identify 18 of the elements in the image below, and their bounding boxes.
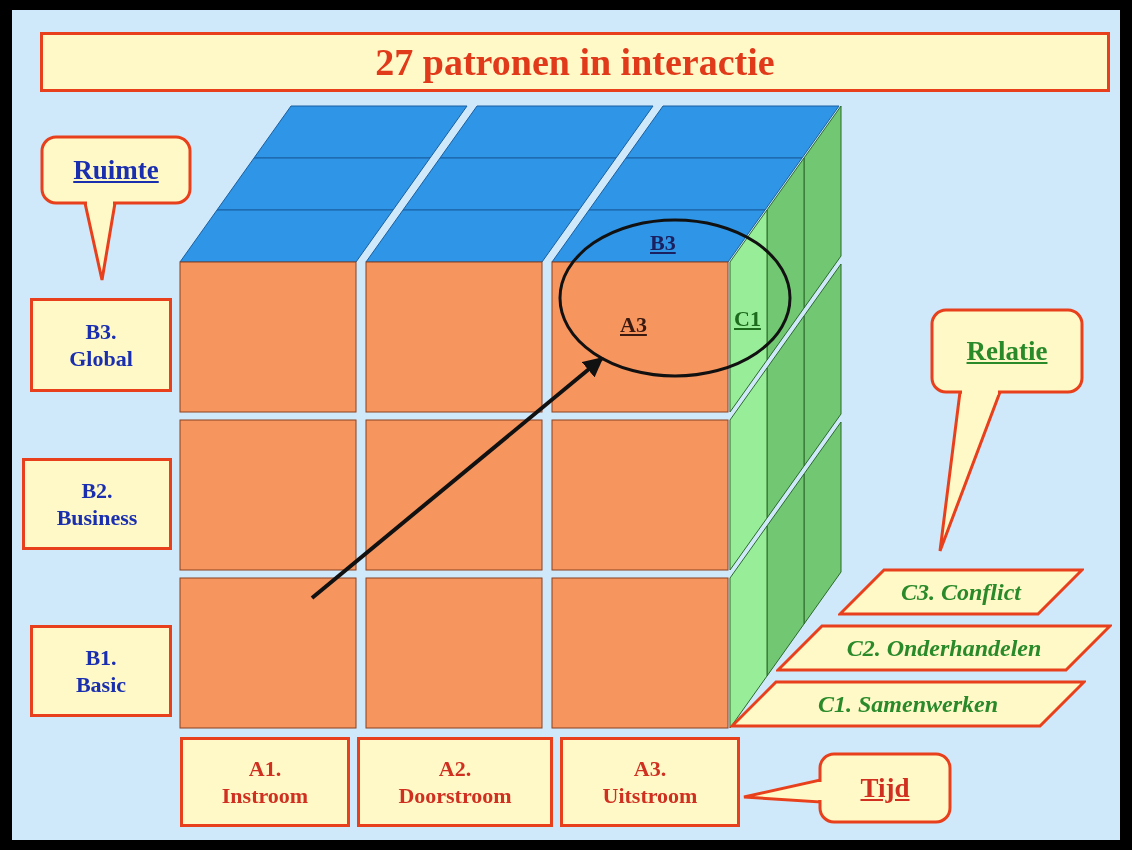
label-box: A1. Instroom [180, 737, 350, 827]
axis-value: C2. Onderhandelen [846, 634, 1042, 663]
axis-title: Relatie [966, 334, 1048, 368]
axis-value: C3. Conflict [901, 578, 1021, 607]
label-box: A3. Uitstroom [560, 737, 740, 827]
label-box: B1. Basic [30, 625, 172, 717]
label-box: B2. Business [22, 458, 172, 550]
axis-title: Ruimte [73, 153, 159, 187]
title-banner: 27 patronen in interactie [40, 32, 1110, 92]
label-box: A2. Doorstroom [357, 737, 553, 827]
cell-label: C1 [734, 305, 761, 333]
label-box: B3. Global [30, 298, 172, 392]
axis-title: Tijd [860, 771, 910, 805]
cell-label: B3 [650, 229, 676, 257]
axis-value: C1. Samenwerken [818, 690, 998, 719]
cell-label: A3 [620, 311, 647, 339]
arrow [310, 356, 604, 600]
highlight-ellipse [558, 218, 792, 378]
